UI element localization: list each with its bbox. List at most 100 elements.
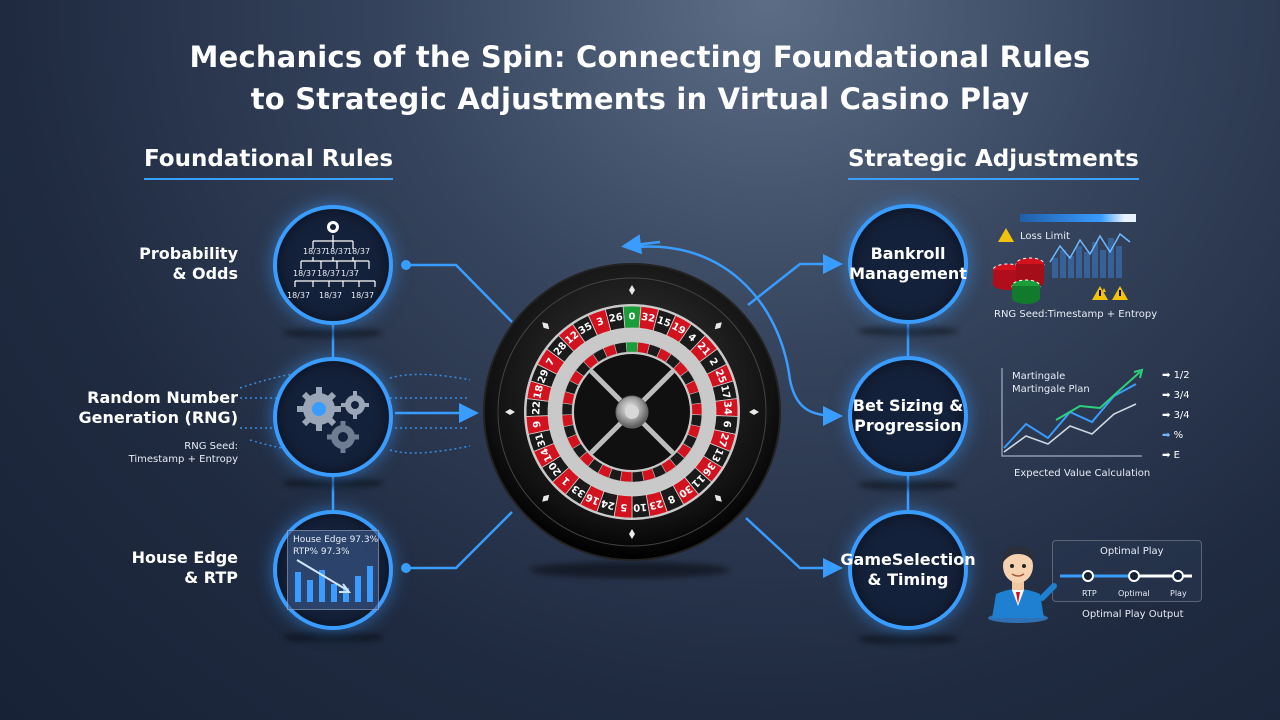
node-shadow [858,326,958,336]
slider-label: Optimal [1118,589,1150,598]
probability-tree-icon [294,221,376,287]
wheel-inner-pocket [631,470,645,483]
rim-diamond [749,409,759,415]
node-shadow [858,634,958,644]
wheel-number: 31 [534,432,549,449]
wheel-number: 18 [532,384,546,400]
wheel-inner-pocket [613,341,628,355]
house-edge-stat: House Edge 97.3% [293,535,379,545]
fraction-label: 18/37 [351,291,375,300]
wheel-number: 9 [532,420,544,428]
optimal-play-slider [1060,570,1192,582]
wheel-inner-pocket [561,402,573,416]
wheel-number: 25 [712,368,727,385]
foundational-rules-heading: Foundational Rules [144,146,394,180]
wheel-number: 23 [648,497,664,511]
wheel-number: 24 [600,497,616,511]
rim-diamond [714,494,722,502]
rim-diamond [542,494,550,502]
wheel-number: 17 [718,384,732,400]
wheel-shadow [530,562,730,578]
arrow-label: ➡ 3/4 [1162,410,1190,421]
node-shadow [858,480,958,490]
rim-diamond [714,322,722,330]
bankroll-chart [998,228,1131,292]
rim-diamond [505,409,515,415]
probability-odds-node[interactable]: 18/37 18/37 18/37 18/37 18/37 1/37 18/37… [273,205,393,325]
wheel-number: 6 [720,420,732,428]
warning-icons [1092,286,1128,300]
bet-sizing-label: Bet Sizing & Progression [852,396,964,435]
arrow-label: ➡ E [1162,450,1180,461]
rim-diamond [542,322,550,330]
bankroll-caption: RNG Seed:Timestamp + Entropy [994,309,1158,320]
fraction-label: 18/37 [317,269,341,278]
optimal-play-caption: Optimal Play Output [1082,609,1184,620]
rng-label: Random Number Generation (RNG) [78,388,238,427]
title-line-1: Mechanics of the Spin: Connecting Founda… [189,40,1091,74]
wheel-number: 32 [640,312,656,325]
wheel-inner-pocket [561,414,574,428]
probability-odds-label: Probability & Odds [139,244,238,283]
slider-label: RTP [1082,589,1097,598]
wheel-number: 8 [666,492,677,505]
ev-caption: Expected Value Calculation [1014,468,1151,479]
arrow-label: ➡ 3/4 [1162,390,1190,401]
wheel-number: 10 [633,501,648,513]
martingale-title: Martingale Martingale Plan [1012,371,1090,395]
node-shadow [283,478,383,488]
wheel-inner-pocket [691,402,703,416]
fraction-label: 18/37 [287,291,311,300]
loss-limit-title: Loss Limit [1020,231,1070,242]
wheel-number: 29 [536,368,551,385]
bet-sizing-node[interactable] [848,356,968,476]
wheel-number: 22 [531,401,543,415]
wheel-pocket [604,305,626,332]
wheel-number: 26 [608,312,624,325]
strategic-adjustments-heading: Strategic Adjustments [848,146,1139,180]
wheel-number: 27 [716,432,731,449]
bankroll-management-label: Bankroll Management [849,244,967,283]
page-title: Mechanics of the Spin: Connecting Founda… [0,36,1280,120]
progression-chart [1001,368,1144,457]
wheel-number: 16 [584,491,601,507]
wheel-inner-pocket [625,341,639,353]
wheel-number: 7 [545,356,558,368]
gears-icon [297,387,369,453]
node-shadow [283,328,383,338]
bar-chart-icon [295,559,373,602]
arrow-label: ➡ % [1162,430,1184,441]
game-selection-node[interactable] [848,510,968,630]
fraction-label: 18/37 [293,269,317,278]
rng-node[interactable] [273,357,393,477]
fraction-label: 18/37 [325,247,349,256]
fraction-label: 18/37 [347,247,371,256]
wheel-number: 2 [706,356,719,368]
game-selection-label: GameSelection & Timing [840,550,976,589]
advisor-avatar [988,546,1057,623]
fraction-label: 1/37 [341,269,359,278]
house-edge-node[interactable]: House Edge 97.3% RTP% 97.3% [273,510,393,630]
arrow-label: ➡ 1/2 [1162,370,1190,381]
slider-label: Play [1170,589,1187,598]
wheel-number: 5 [620,501,628,513]
wheel-inner-pocket [619,470,633,483]
wheel-number: 34 [721,401,733,415]
fraction-label: 18/37 [319,291,343,300]
rim-diamond [629,285,635,295]
wheel-number: 15 [655,315,672,330]
house-edge-label: House Edge & RTP [131,548,238,587]
optimal-play-title: Optimal Play [1100,546,1164,557]
bankroll-management-node[interactable] [848,204,968,324]
wheel-number: 0 [629,312,636,323]
title-line-2: to Strategic Adjustments in Virtual Casi… [250,82,1030,116]
node-shadow [283,632,383,642]
wheel-number: 3 [595,316,605,329]
rim-diamond [629,529,635,539]
rtp-stat: RTP% 97.3% [293,547,350,557]
rng-seed-caption: RNG Seed: Timestamp + Entropy [128,441,238,465]
fraction-label: 18/37 [303,247,327,256]
casino-chips-icon [992,257,1045,304]
loss-limit-bar [1020,214,1136,222]
